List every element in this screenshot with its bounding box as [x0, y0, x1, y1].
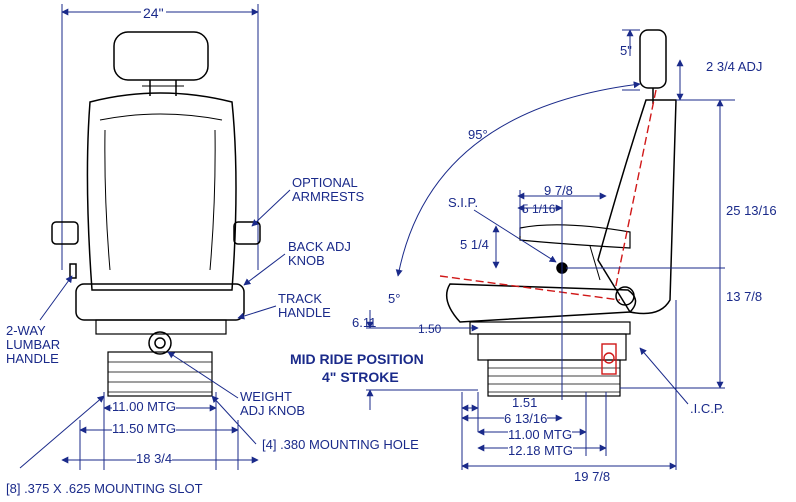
front-suspension [107, 351, 213, 397]
weight-adj-knob [148, 331, 172, 355]
front-left-armrest [51, 221, 79, 245]
sip-vertical: 5 1/4 [460, 237, 489, 252]
side-view [439, 29, 677, 397]
ride-height: 6.11 [352, 315, 377, 330]
height-total: 25 13/16 [726, 203, 777, 218]
front-backrest [86, 92, 237, 291]
stroke-label: 4" STROKE [322, 369, 399, 385]
side-headrest [639, 29, 667, 89]
front-width-bottom: 18 3/4 [136, 451, 173, 466]
side-suspension [487, 359, 621, 397]
sip-horizontal: 9 7/8 [544, 183, 573, 198]
front-width-top: 24" [141, 5, 166, 21]
weight-adj-knob-label: WEIGHT ADJ KNOB [240, 389, 306, 418]
headrest-height: 5" [620, 43, 632, 58]
sip-horizontal-2: 5 1/16 [522, 202, 556, 216]
side-backrest [597, 99, 677, 315]
front-view [51, 4, 261, 397]
side-armrest [519, 224, 631, 249]
base-dim-4: 12.18 MTG [508, 443, 574, 458]
recline-angle: 95° [468, 127, 488, 142]
side-seat-cushion [445, 283, 637, 323]
side-dimensions [366, 29, 735, 470]
mid-ride-position: MID RIDE POSITION [290, 351, 424, 367]
sip-label: S.I.P. [448, 195, 479, 210]
front-mtg-2: 11.50 MTG [112, 421, 177, 436]
base-dim-5: 19 7/8 [574, 469, 611, 484]
front-leaders [19, 189, 291, 470]
base-dim-2: 6 13/16 [504, 411, 548, 426]
track-handle-label: TRACK HANDLE [278, 291, 331, 320]
ride-offset: 1.50 [418, 322, 442, 336]
lumbar-handle-label: 2-WAY LUMBAR HANDLE [6, 323, 61, 366]
mounting-slot-label: [8] .375 X .625 MOUNTING SLOT [6, 481, 203, 496]
icp-label: .I.C.P. [690, 401, 725, 416]
headrest-adjust: 2 3/4 ADJ [706, 59, 763, 74]
front-width-dimension [61, 4, 259, 270]
mounting-hole-label: [4] .380 MOUNTING HOLE [262, 437, 419, 452]
front-headrest [113, 31, 209, 81]
optional-armrests-label: OPTIONAL ARMRESTS [292, 175, 365, 204]
height-seat: 13 7/8 [726, 289, 763, 304]
seat-angle: 5° [388, 291, 401, 306]
front-mtg-1: 11.00 MTG [112, 399, 177, 414]
base-dim-1: 1.51 [512, 395, 538, 410]
back-adj-knob-label: BACK ADJ KNOB [288, 239, 351, 268]
front-right-armrest [233, 221, 261, 245]
base-dim-3: 11.00 MTG [508, 427, 573, 442]
